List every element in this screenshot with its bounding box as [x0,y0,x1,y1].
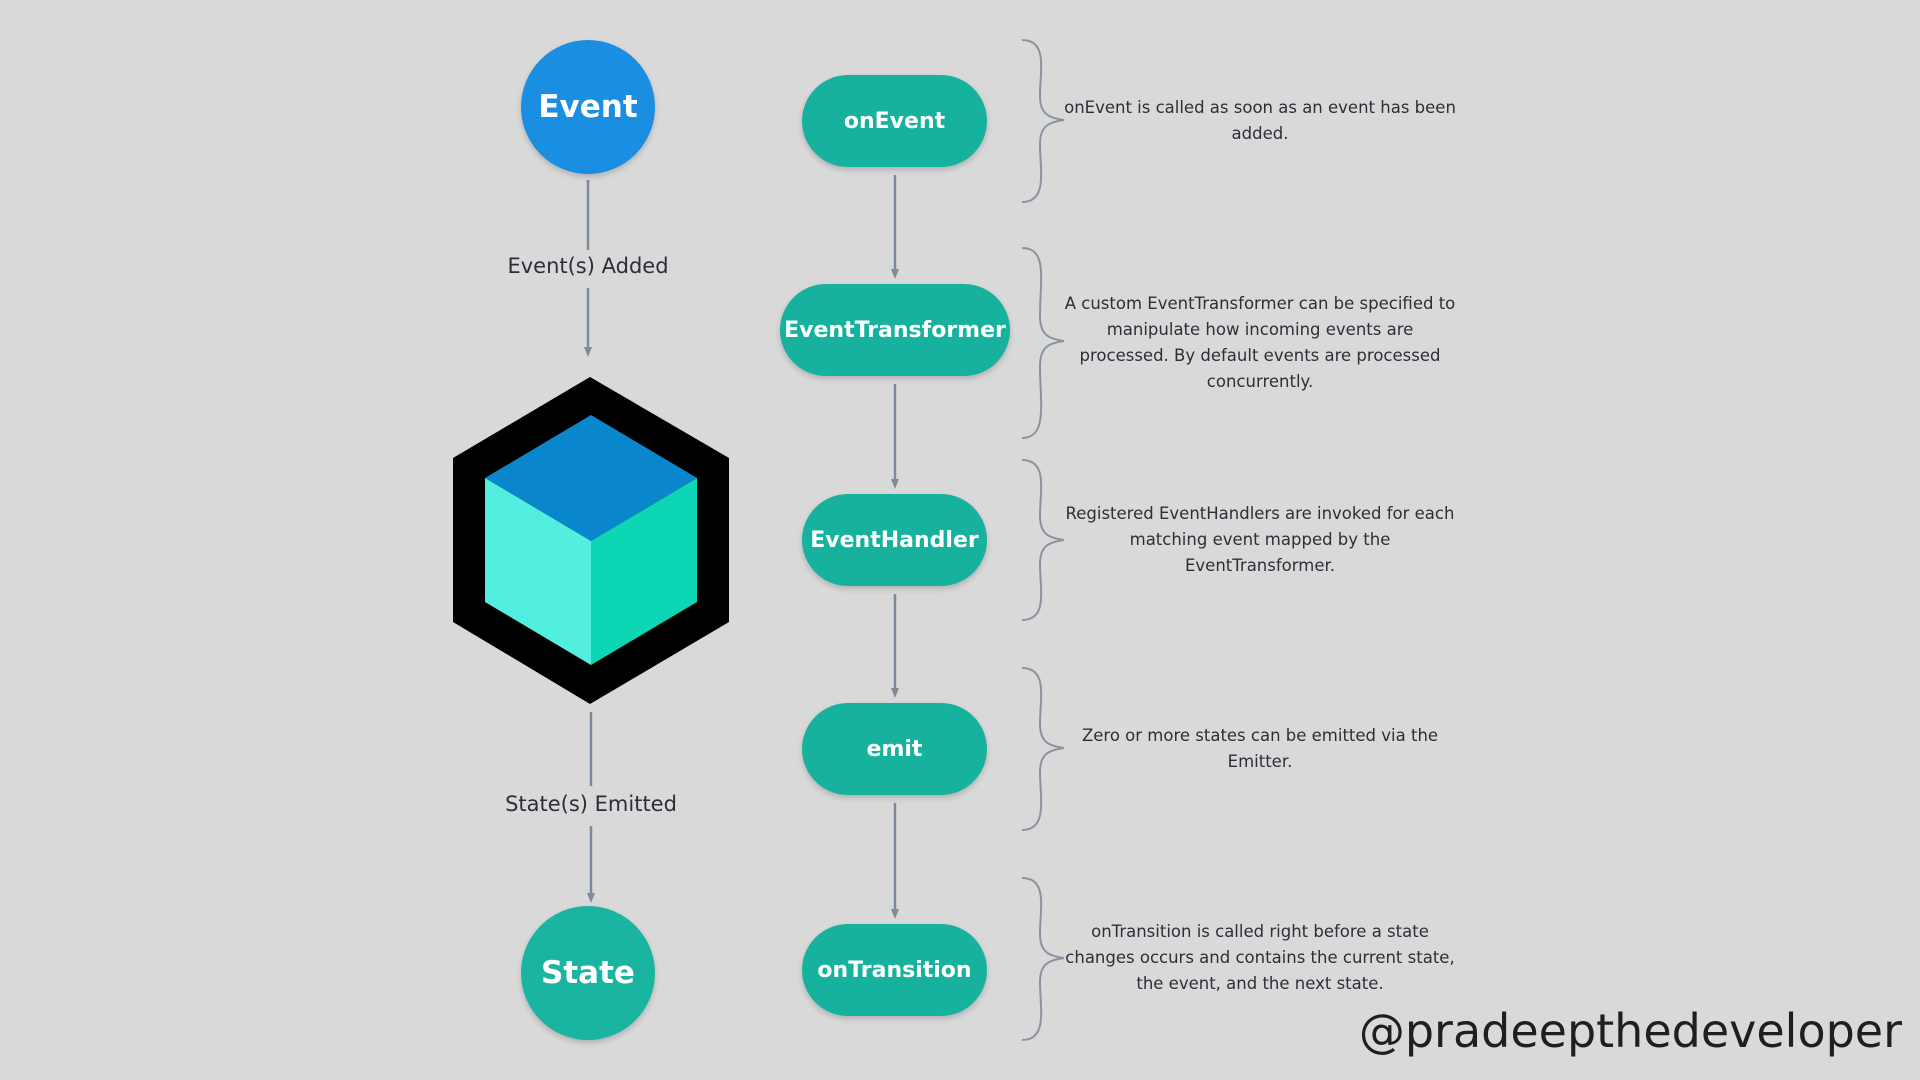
step-emit: emit [802,703,987,795]
description-ontransition: onTransition is called right before a st… [1065,922,1455,993]
step-ontransition: onTransition [802,924,987,1016]
description-eventhandler: Registered EventHandlers are invoked for… [1065,504,1455,575]
brace-transformer [1021,247,1065,439]
state-node: State [521,906,655,1040]
brace-emit [1021,667,1065,831]
hexagon-cube-icon [453,377,729,704]
watermark-handle: @pradeepthedeveloper [1358,1004,1902,1058]
events-added-label: Event(s) Added [507,254,669,278]
description-emit: Zero or more states can be emitted via t… [1081,726,1439,771]
cube-right-face [591,478,697,665]
cube-left-face [485,478,591,665]
event-node: Event [521,40,655,174]
brace-handler [1021,459,1065,621]
step-onevent: onEvent [802,75,987,167]
states-emitted-label: State(s) Emitted [505,792,677,816]
brace-transition [1021,877,1065,1041]
description-eventtransformer: A custom EventTransformer can be specifi… [1064,294,1456,391]
brace-onevent [1021,39,1065,203]
step-eventhandler: EventHandler [802,494,987,586]
step-eventtransformer: EventTransformer [780,284,1010,376]
description-onevent: onEvent is called as soon as an event ha… [1064,98,1456,143]
